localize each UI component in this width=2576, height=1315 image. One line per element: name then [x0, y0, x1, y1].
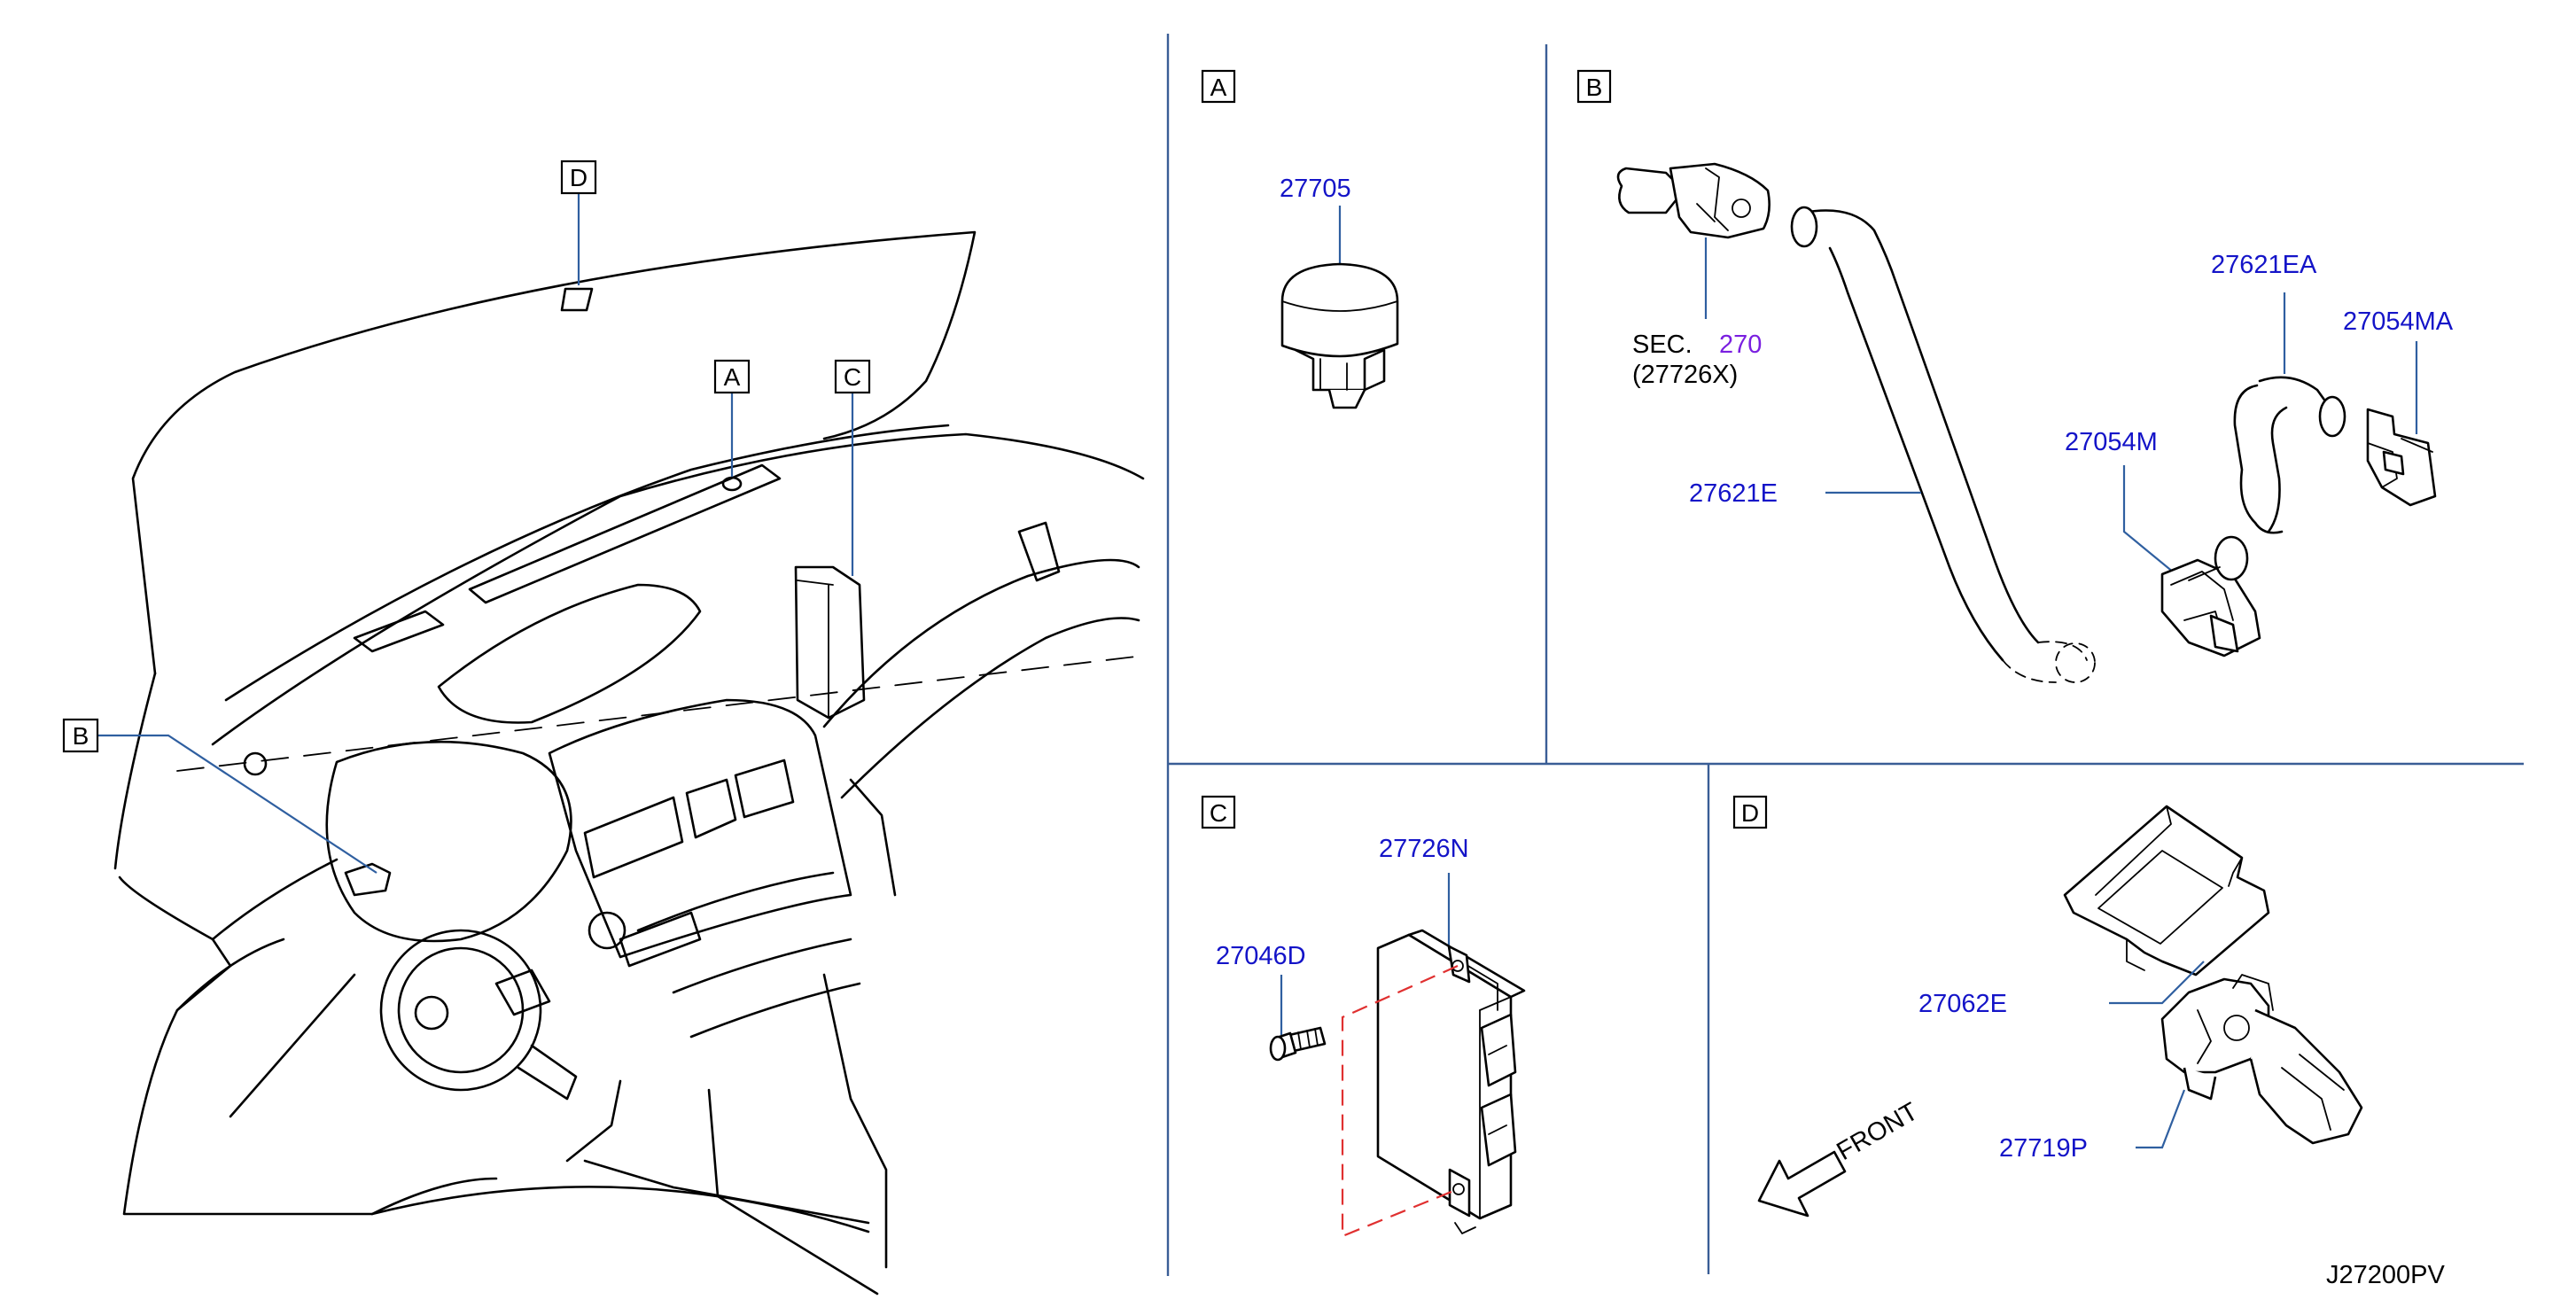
aspirator-sensor [1616, 162, 1771, 239]
ecu-27726N [1376, 929, 1526, 1234]
hose-27621E [1790, 206, 2096, 683]
view-c: C 27726N 27046D [1201, 795, 1526, 1238]
front-label: FRONT [1833, 1097, 1924, 1166]
mount-dashed-lines [1341, 964, 1459, 1238]
sunload-sensor-27705 [1280, 262, 1399, 409]
part-27705: 27705 [1280, 175, 1351, 203]
clip-27054MA [2366, 408, 2437, 507]
sec-prefix: SEC. [1632, 331, 1693, 359]
part-27062E: 27062E [1918, 990, 2007, 1018]
callout-b-label: B [73, 722, 89, 750]
front-arrow [1757, 1150, 1847, 1218]
view-b-label: B [1586, 74, 1603, 101]
part-27046D: 27046D [1216, 942, 1306, 970]
callout-d-label: D [570, 164, 588, 191]
view-b: B SEC. 270 (27726X) 27621E 27621EA [1576, 69, 2454, 683]
view-a-label: A [1210, 74, 1227, 101]
part-27726N: 27726N [1379, 835, 1469, 863]
diagram-code: J27200PV [2326, 1261, 2445, 1289]
view-d-label: D [1741, 799, 1759, 827]
panel-separators [1166, 34, 2524, 1276]
sec-subref: (27726X) [1632, 361, 1738, 389]
part-27719P: 27719P [1999, 1134, 2088, 1163]
part-27054M: 27054M [2065, 428, 2158, 456]
part-27621EA: 27621EA [2211, 251, 2317, 279]
view-a: A 27705 [1201, 69, 1399, 409]
callout-a: A [713, 359, 751, 394]
callout-c-label: C [844, 363, 861, 391]
dashboard-overview [113, 230, 1145, 1296]
part-27054MA: 27054MA [2343, 307, 2454, 336]
part-27621E: 27621E [1689, 479, 1778, 508]
sec-number: 270 [1719, 331, 1762, 359]
callout-d: D [560, 160, 597, 195]
bolt-27046D [1269, 1026, 1327, 1062]
callout-b: B [62, 718, 99, 753]
hose-27621EA [2233, 376, 2346, 534]
sensor-27719P [2160, 974, 2363, 1145]
callout-c: C [834, 359, 871, 394]
callout-a-label: A [724, 363, 741, 391]
view-c-label: C [1210, 799, 1227, 827]
view-d: D 27062E 27719P FRONT [1732, 795, 2363, 1218]
overview-leaders [97, 193, 854, 874]
bracket-27062E [2063, 805, 2270, 977]
clamp-27054M [2160, 535, 2261, 658]
